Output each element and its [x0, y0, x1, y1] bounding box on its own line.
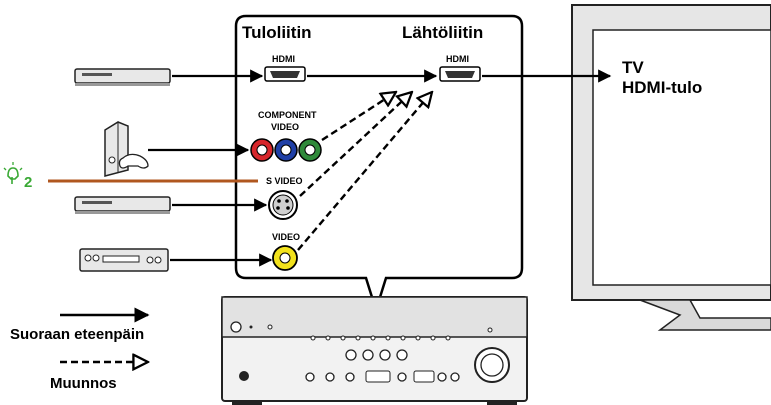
hdmi-out-port	[439, 66, 481, 82]
tip-icon	[3, 162, 23, 184]
video-label: VIDEO	[272, 232, 300, 242]
av-receiver-icon	[221, 296, 528, 405]
svideo-convert-arrow	[299, 92, 412, 197]
component-label: COMPONENT	[258, 110, 317, 120]
svideo-label: S VIDEO	[266, 176, 303, 186]
tv-input-label: HDMI-tulo	[622, 78, 702, 97]
game-console-icon	[104, 121, 149, 177]
svideo-port	[268, 190, 298, 220]
video-convert-arrow	[297, 92, 432, 251]
legend-direct-label: Suoraan eteenpäin	[10, 326, 144, 343]
input-title: Tuloliitin	[242, 23, 312, 42]
output-title: Lähtöliitin	[402, 23, 483, 42]
hdmi-in-port	[264, 66, 306, 82]
connector-panel	[234, 14, 524, 315]
legend-convert-label: Muunnos	[50, 375, 117, 392]
note-number: 2	[24, 174, 32, 191]
video-port	[272, 245, 298, 271]
hdmi-out-label: HDMI	[446, 54, 469, 64]
tv-icon	[571, 4, 771, 331]
vcr-icon	[79, 248, 169, 272]
tv-label: TV	[622, 58, 644, 77]
component-sub-label: VIDEO	[271, 122, 299, 132]
hdmi-in-label: HDMI	[272, 54, 295, 64]
component-convert-arrow	[321, 92, 396, 142]
component-ports	[250, 138, 322, 162]
bd-player-icon	[74, 68, 171, 86]
dvd-player-icon	[74, 196, 171, 214]
